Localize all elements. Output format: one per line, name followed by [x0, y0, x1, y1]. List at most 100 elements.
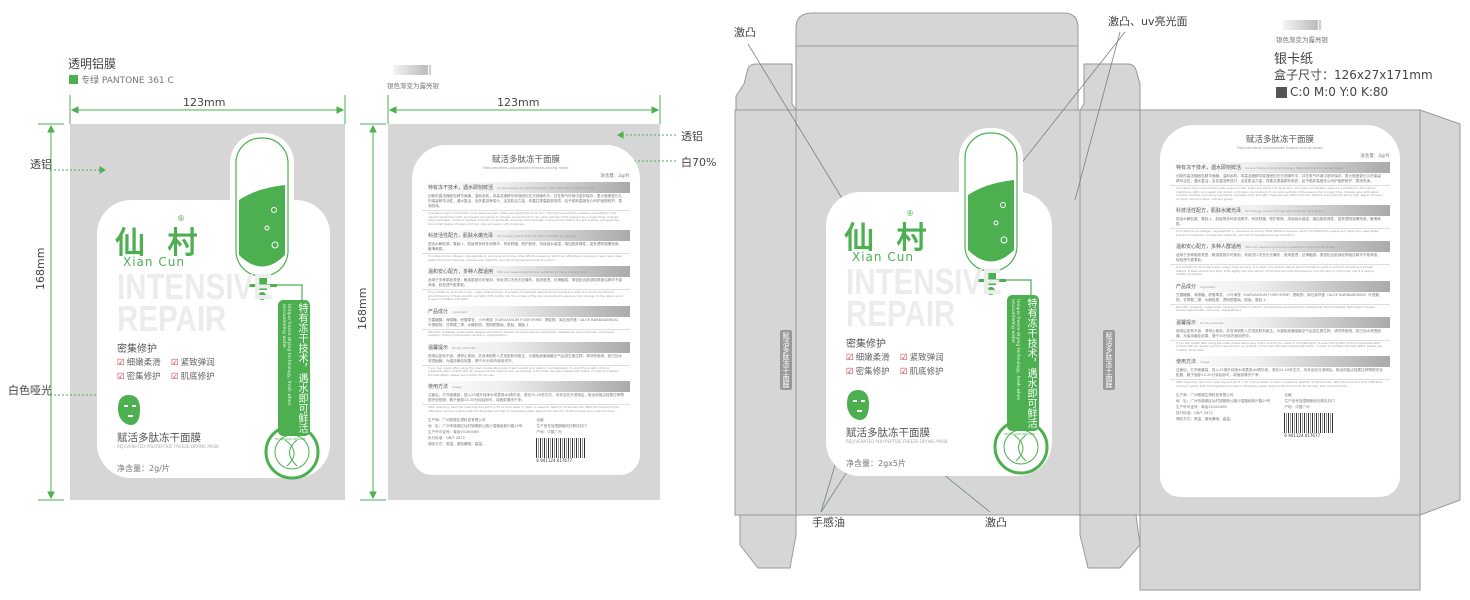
back-subtitle: Rejuvenated polypeptide freeze-drying ma…: [483, 165, 569, 170]
check-icon: ☑: [846, 353, 854, 363]
back-title: 赋活多肽冻干面膜: [491, 155, 560, 165]
section-heading-en: Unique freeze-drying technology, fresh w…: [1245, 166, 1344, 170]
origin-line: 合格: [1284, 393, 1292, 397]
section-heading-en: Unique freeze-drying technology, fresh w…: [497, 186, 596, 190]
callout-emboss-uv: 激凸、uv亮光面: [1108, 15, 1188, 28]
silver-gradient-swatch-box: [1283, 20, 1326, 30]
section-text-en: It is suitable for all kinds of skin, cr…: [1170, 264, 1390, 278]
maker-line: 生产许可证号：粤妆20160456: [1176, 405, 1227, 409]
section-heading: 使用方法: [428, 384, 449, 390]
section-heading: 产品成分: [428, 308, 449, 315]
top-tuck-flap: [795, 12, 1079, 111]
section-text-en: Mannitol, trehalose, asiaticoside, Sarga…: [422, 328, 630, 339]
seal-text: TECHNOLOGY SKINCARE: [1004, 433, 1035, 436]
section-text-cn: 甘露糖醇、海藻糖、积雪草苷、小叶海藻（SARGASSUM FUSIFORME）提…: [428, 317, 621, 327]
section-text-en: If you feel unwell after using the mask,…: [422, 364, 630, 379]
section-heading-en: Technology active formula, skin is tende…: [1245, 209, 1324, 213]
section-heading: 产品成分: [1176, 283, 1197, 290]
width-dimension-back: 123mm: [497, 96, 540, 109]
headline-repair: REPAIR: [117, 298, 227, 339]
section-text-en: Mannitol, trehalose, asiaticoside, Sarga…: [1170, 303, 1390, 314]
section-heading-en: Mild and reassuring formula, suitable fo…: [497, 270, 587, 274]
section-text-en: Innovative high concentration solid esse…: [422, 210, 630, 227]
height-dimension: 168mm: [34, 247, 47, 290]
headline-intensive: INTENSIVE: [846, 261, 1002, 302]
maker-line: 执行标准：QB/T 2872: [1176, 411, 1213, 415]
maker-line: 生产商：广州丽源生物科技有限公司: [1176, 393, 1234, 397]
callout-white-matte: 白色哑光: [8, 384, 52, 397]
face-mask-icon: [118, 395, 140, 425]
brand-logo: 仙 村: [844, 221, 933, 256]
tube-label: INTENSIVE REPAIR: [973, 155, 977, 187]
sachet-front: INTENSIVE REPAIR 仙 村 ® Xian Cun INTENSIV…: [97, 133, 330, 480]
maker-line: 生产商：广州丽源生物科技有限公司: [428, 418, 486, 422]
brand-logo: 仙 村: [115, 226, 204, 261]
silver-note: 银色渐变为露亮银: [387, 82, 439, 90]
section-text-cn: 甘露糖醇、海藻糖、积雪草苷、小叶海藻（SARGASSUM FUSIFORME）提…: [1176, 292, 1380, 302]
benefit-item: ☑密集修护: [846, 365, 890, 377]
box-cmyk: C:0 M:0 Y:0 K:80: [1290, 85, 1389, 99]
tube-graphic: [230, 133, 320, 480]
callout-white70: 白70%: [681, 156, 717, 169]
section-heading: 科技活性配方，肌肤水嫩光泽: [1176, 208, 1242, 214]
origin-line: 合格: [536, 418, 544, 422]
product-title-en: REJUVENATED POLYPEPTIDE FREEZE-DRYING MA…: [846, 439, 948, 444]
callout-aluminum-right: 透铝: [681, 130, 703, 143]
benefit-label: 密集修护: [855, 367, 890, 377]
box-front: INTENSIVE REPAIR 仙 村 ® Xian Cun INTENSIV…: [826, 128, 1059, 475]
maker-col: 生产商：广州丽源生物科技有限公司地 址：广州市增城区仙村镇基新公路沙滘路段新兴路…: [1176, 392, 1270, 439]
k80-swatch: [1276, 87, 1287, 98]
side-panel-text: 赋活多肽冻干面膜: [780, 330, 792, 390]
tube-label: INTENSIVE REPAIR: [244, 160, 248, 192]
benefit-label: 紧致弹润: [180, 358, 215, 368]
silver-note-box: 银色渐变为露亮银: [1276, 36, 1328, 44]
check-icon: ☑: [117, 372, 125, 382]
film-material-label: 透明铝膜: [68, 57, 117, 71]
section-text-en: If you feel unwell after using the mask,…: [1170, 339, 1390, 354]
bottom-panel: [1139, 514, 1421, 591]
section-heading: 科技活性配方，肌肤水嫩光泽: [428, 233, 494, 239]
check-icon: ☑: [900, 367, 908, 377]
benefit-label: 肌底修护: [180, 372, 215, 382]
section-heading: 温和安心配方，多种人群适用: [1176, 244, 1242, 250]
registered-mark: ®: [177, 214, 185, 223]
back-net-content: 净含量：2g/片: [600, 174, 630, 179]
benefit-item: ☑紧致弹润: [900, 351, 944, 363]
maker-line: 地 址：广州市增城区仙村镇基新公路沙滘路段新兴路29号: [428, 424, 523, 428]
check-icon: ☑: [846, 367, 854, 377]
section-heading-en: Usage: [452, 385, 462, 389]
section-text-cn: 蕴含水解胶原、寡肽-1、肌肽等多种多效精华，有效舒缓，修护肌肤，持续锁水保湿，增…: [1176, 217, 1381, 226]
banner-text-cn: 特有冻干技术，遇水即可鲜活: [296, 303, 307, 433]
net-content: 净含量：2g/片: [117, 464, 170, 473]
pantone-label: 专绿 PANTONE 361 C: [81, 76, 174, 86]
section-text-cn: 使用后如有不适，请停止使用，并咨询销售人员或皮肤科医生。为避免面膜接触空气后滋生…: [1176, 328, 1381, 338]
barcode: [536, 438, 587, 458]
height-dimension-back: 168mm: [356, 287, 369, 330]
section-text-cn: 创新的高浓缩固态精华面膜，温和亲肤。将高浓度精华原液固化在天然膜布中，并在氮气环…: [428, 194, 623, 208]
net-content: 净含量：2gx5片: [846, 459, 906, 468]
benefit-item: ☑细嫩柔滑: [846, 351, 890, 363]
section-text-en: After cleansing, open the mask bag and p…: [1170, 379, 1390, 389]
benefit-label: 肌底修护: [909, 367, 944, 377]
right-dust-flap: [1079, 63, 1141, 111]
section-heading-en: Kindly reminder: [452, 345, 476, 350]
width-dimension: 123mm: [183, 96, 226, 109]
section-heading-en: Ingredient: [452, 309, 468, 314]
maker-line: 地 址：广州市增城区仙村镇基新公路沙滘路段新兴路29号: [1176, 399, 1271, 403]
manufacturer-info: 生产商：广州丽源生物科技有限公司地 址：广州市增城区仙村镇基新公路沙滘路段新兴路…: [422, 414, 630, 467]
barcode-block: 6 941124 017677: [1284, 413, 1335, 439]
benefit-item: ☑密集修护: [117, 370, 161, 382]
section-heading: 温和安心配方，多种人群适用: [428, 269, 494, 275]
callout-aluminum-left: 透铝: [30, 158, 52, 171]
barcode-number: 6 941124 017677: [536, 458, 573, 463]
bottom-left-flap: [739, 514, 797, 569]
section-text-en: After cleansing, open the mask bag and p…: [422, 404, 630, 414]
section-heading-en: Ingredient: [1200, 284, 1216, 289]
